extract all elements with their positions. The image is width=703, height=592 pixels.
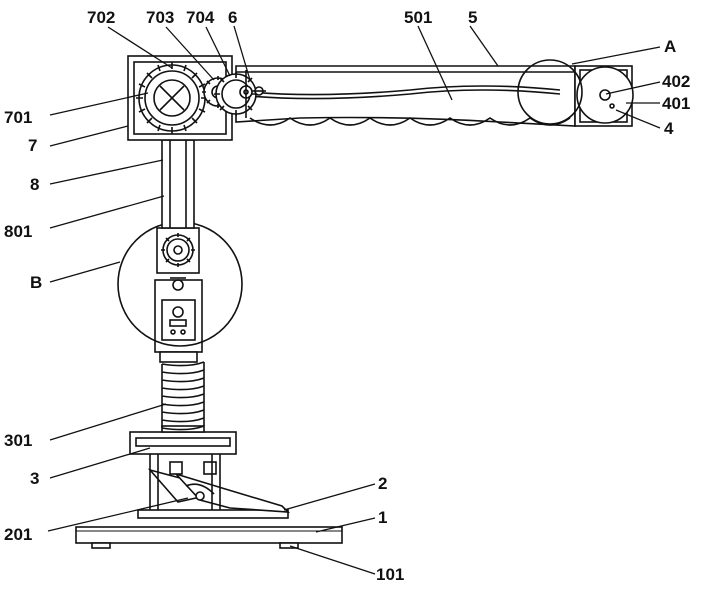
lower-gear-box [157, 228, 199, 273]
label-501: 501 [404, 8, 432, 27]
lower-housing [155, 278, 202, 362]
label-3: 3 [30, 469, 39, 488]
label-703: 703 [146, 8, 174, 27]
clamp [138, 462, 288, 518]
label-301: 301 [4, 431, 32, 450]
horizontal-arm [236, 66, 575, 126]
base-plate [76, 527, 342, 548]
label-101: 101 [376, 565, 404, 584]
label-801: 801 [4, 222, 32, 241]
label-704: 704 [186, 8, 215, 27]
label-4: 4 [664, 119, 674, 138]
label-7: 7 [28, 136, 37, 155]
label-401: 401 [662, 94, 690, 113]
vertical-column [162, 140, 194, 228]
label-6: 6 [228, 8, 237, 27]
label-1: 1 [378, 508, 387, 527]
end-motor [575, 66, 633, 126]
label-2: 2 [378, 474, 387, 493]
label-a: A [664, 37, 676, 56]
label-702: 702 [87, 8, 115, 27]
label-201: 201 [4, 525, 32, 544]
label-701: 701 [4, 108, 32, 127]
compression-spring [162, 362, 204, 430]
label-402: 402 [662, 72, 690, 91]
label-8: 8 [30, 175, 39, 194]
label-b: B [30, 273, 42, 292]
label-5: 5 [468, 8, 477, 27]
